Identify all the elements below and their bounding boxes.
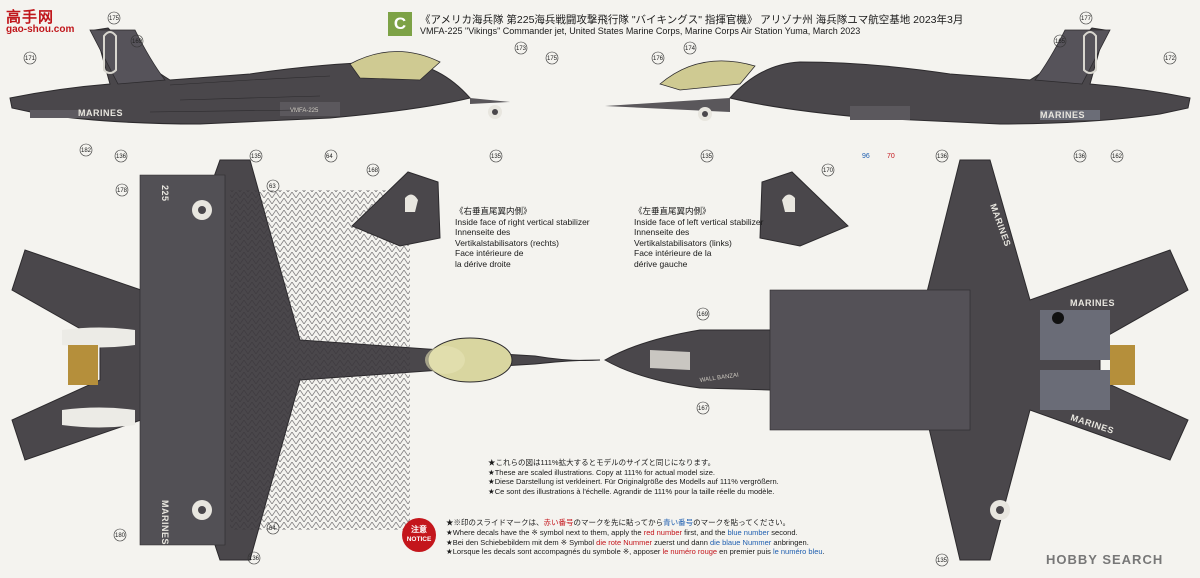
- marines-marking-right-side: MARINES: [1040, 110, 1085, 120]
- callout-173: 173: [516, 46, 527, 52]
- callout-170: 170: [823, 168, 834, 174]
- callout-135-bottom: 135: [937, 558, 948, 564]
- marines-bottom-body: MARINES: [1070, 298, 1115, 308]
- callout-171: 171: [25, 56, 36, 62]
- modex-top-wing: 225: [160, 185, 170, 202]
- left-stabilizer-inset: [759, 171, 849, 247]
- side-profile-left: MARINES VMFA-225: [9, 27, 510, 125]
- callout-135-plan: 135: [251, 154, 262, 160]
- callout-red-70: 70: [887, 153, 895, 160]
- callout-168: 168: [368, 168, 379, 174]
- unit-marking-left-side: VMFA-225: [290, 108, 319, 114]
- caption-right-stabilizer: 《右垂直尾翼内側》 Inside face of right vertical …: [455, 206, 590, 269]
- callout-167: 167: [698, 406, 709, 412]
- callout-176: 176: [653, 56, 664, 62]
- callout-136: 136: [116, 154, 127, 160]
- side-profile-right: MARINES: [605, 27, 1191, 125]
- callout-172: 172: [1165, 56, 1176, 62]
- callout-64: 64: [326, 154, 333, 160]
- callout-63: 63: [269, 184, 276, 190]
- notice-line-jp: ★※印のスライドマークは、赤い番号のマークを先に貼ってから青い番号のマークを貼っ…: [446, 518, 791, 527]
- plan-view-bottom: MARINES MARINES MARINES WALL BANZAI: [603, 159, 1189, 561]
- callout-178: 178: [117, 188, 128, 194]
- callout-169: 169: [132, 39, 143, 45]
- notice-line-de: ★Bei den Schiebebildern mit dem ※ Symbol…: [446, 537, 809, 547]
- callout-175: 175: [109, 16, 120, 22]
- callout-175b: 175: [547, 56, 558, 62]
- callouts: 175 169 171 173 175 182 136 64 135 176 1…: [23, 11, 1177, 567]
- callout-136-right: 136: [1075, 154, 1086, 160]
- marines-marking-left-side: MARINES: [78, 108, 123, 118]
- callout-136-plan: 136: [249, 556, 260, 562]
- right-stabilizer-inset: [351, 171, 441, 247]
- callout-174: 174: [685, 46, 696, 52]
- callout-165: 165: [1055, 39, 1066, 45]
- callout-162: 162: [1112, 154, 1123, 160]
- hobby-search-watermark: HOBBY SEARCH: [1046, 552, 1164, 567]
- callout-135-right: 135: [702, 154, 713, 160]
- callout-136-bottom: 136: [937, 154, 948, 160]
- marines-lower-wing: MARINES: [160, 500, 170, 545]
- callout-135: 135: [491, 154, 502, 160]
- scale-note: ★これらの図は111%拡大するとモデルのサイズと同じになります。 ★These …: [488, 458, 779, 496]
- logo-tag: gao-shou.com: [6, 24, 75, 35]
- title-english: VMFA-225 "Vikings" Commander jet, United…: [420, 26, 861, 36]
- logo-text: 高手网: [6, 9, 55, 26]
- notice-badge: 注意 NOTICE: [402, 518, 436, 552]
- title-japanese: 《アメリカ海兵隊 第225海兵戦闘攻撃飛行隊 "バイキングス" 指揮官機》 アリ…: [420, 14, 964, 26]
- notice-line-en: ★Where decals have the ※ symbol next to …: [446, 527, 798, 537]
- plan-view-top: 225 MARINES: [11, 159, 601, 561]
- callout-182: 182: [81, 148, 92, 154]
- callout-169-under: 169: [698, 312, 709, 318]
- notice-text: ★※印のスライドマークは、赤い番号のマークを先に貼ってから青い番号のマークを貼っ…: [446, 518, 825, 557]
- scheme-badge: C: [388, 12, 412, 36]
- callout-blue-96: 96: [862, 153, 870, 160]
- callout-177: 177: [1081, 16, 1092, 22]
- notice-line-fr: ★Lorsque les decals sont accompagnés du …: [446, 547, 825, 557]
- caption-left-stabilizer: 《左垂直尾翼内側》 Inside face of left vertical s…: [634, 206, 764, 269]
- slogan-marking: WALL BANZAI: [699, 373, 739, 384]
- callout-180: 180: [115, 533, 126, 539]
- callout-64-plan: 64: [269, 526, 276, 532]
- site-logo: 高手网 gao-shou.com: [4, 6, 76, 36]
